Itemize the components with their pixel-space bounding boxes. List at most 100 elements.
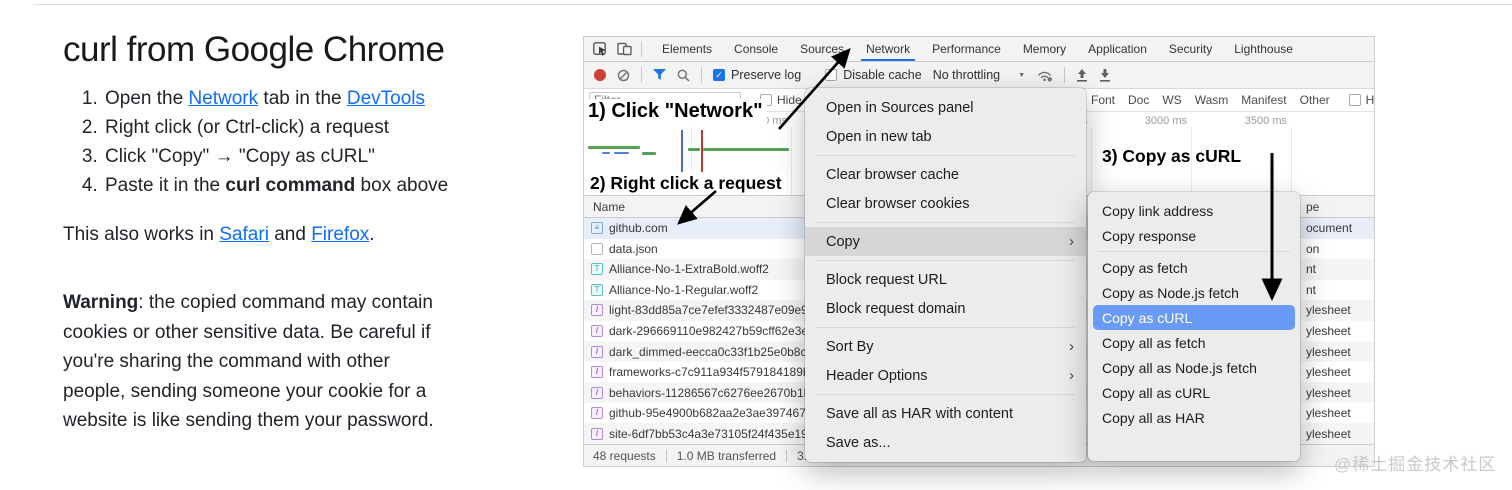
step3-text: Click "Copy" → "Copy as cURL" xyxy=(105,146,375,167)
article: curl from Google Chrome Open the Network… xyxy=(63,30,533,436)
type-filter-wasm[interactable]: Wasm xyxy=(1194,93,1229,107)
filter-icon[interactable] xyxy=(653,69,666,81)
submenu-item-copy-response[interactable]: Copy response xyxy=(1102,227,1197,244)
has-blocked-checkbox[interactable] xyxy=(1348,94,1361,106)
tab-memory[interactable]: Memory xyxy=(1022,42,1067,56)
status-separator xyxy=(786,449,788,462)
disable-cache-toggle[interactable]: Disable cache xyxy=(825,68,922,82)
import-har-icon[interactable] xyxy=(1076,68,1088,82)
menu-item-open-in-new-tab[interactable]: Open in new tab xyxy=(805,122,1086,151)
type-filter-other[interactable]: Other xyxy=(1299,93,1330,107)
tab-application[interactable]: Application xyxy=(1088,42,1147,56)
submenu-item-copy-all-as-fetch[interactable]: Copy all as fetch xyxy=(1102,334,1206,351)
submenu-item-copy-as-fetch[interactable]: Copy as fetch xyxy=(1102,259,1188,276)
warning-lead: Warning xyxy=(63,292,139,313)
timeline-gridline xyxy=(1291,127,1292,195)
step1-link-network[interactable]: Network xyxy=(188,88,259,109)
network-conditions-icon[interactable] xyxy=(1036,69,1053,82)
annotation-step3: 3) Copy as cURL xyxy=(1102,146,1242,166)
preserve-log-checkbox[interactable] xyxy=(713,69,725,81)
tab-lighthouse[interactable]: Lighthouse xyxy=(1234,42,1293,56)
submenu-item-copy-as-node-js-fetch[interactable]: Copy as Node.js fetch xyxy=(1102,284,1239,301)
throttling-value: No throttling xyxy=(932,68,1001,82)
css-icon: / xyxy=(591,427,603,440)
tab-elements[interactable]: Elements xyxy=(662,42,713,56)
tab-performance[interactable]: Performance xyxy=(932,42,1001,56)
menu-item-clear-browser-cookies[interactable]: Clear browser cookies xyxy=(805,189,1086,218)
also-text: and xyxy=(268,224,312,245)
font-icon: T xyxy=(591,263,603,276)
step1-link-devtools[interactable]: DevTools xyxy=(346,88,426,109)
chevron-down-icon: ▼ xyxy=(1018,71,1026,79)
type-filter-doc[interactable]: Doc xyxy=(1128,93,1150,107)
status-item-1: 1.0 MB transferred xyxy=(676,448,777,463)
clear-icon[interactable] xyxy=(617,69,630,82)
step-item-3: Click "Copy" → "Copy as cURL" xyxy=(103,142,533,171)
submenu-item-copy-all-as-har[interactable]: Copy all as HAR xyxy=(1102,409,1205,426)
tab-security[interactable]: Security xyxy=(1168,42,1213,56)
menu-item-label: Header Options xyxy=(826,367,928,384)
timeline-gridline xyxy=(791,127,792,195)
network-toolbar: Preserve log Disable cache No throttling… xyxy=(584,62,1374,89)
request-name: Alliance-No-1-ExtraBold.woff2 xyxy=(609,262,769,277)
inspect-element-icon[interactable] xyxy=(593,41,608,57)
menu-item-clear-browser-cache[interactable]: Clear browser cache xyxy=(805,160,1086,189)
menu-item-copy[interactable]: Copy› xyxy=(805,227,1086,256)
step1-text: tab in the xyxy=(258,88,347,109)
disable-cache-checkbox[interactable] xyxy=(825,69,838,81)
record-icon[interactable] xyxy=(594,69,606,81)
menu-item-block-request-url[interactable]: Block request URL xyxy=(805,265,1086,294)
hide-label: Hide xyxy=(777,93,802,107)
menu-item-label: Open in Sources panel xyxy=(826,99,974,116)
name-column-header[interactable]: Name xyxy=(593,199,626,214)
status-separator xyxy=(665,449,667,462)
menu-item-open-in-sources-panel[interactable]: Open in Sources panel xyxy=(805,93,1086,122)
menu-separator xyxy=(1098,251,1290,252)
preserve-log-toggle[interactable]: Preserve log xyxy=(713,68,801,82)
type-filter-manifest[interactable]: Manifest xyxy=(1241,93,1287,107)
submenu-item-copy-all-as-node-js-fetch[interactable]: Copy all as Node.js fetch xyxy=(1102,359,1257,376)
tab-sources[interactable]: Sources xyxy=(800,42,845,56)
also-link-firefox[interactable]: Firefox xyxy=(311,224,370,245)
css-icon: / xyxy=(591,407,603,420)
type-cell-fragment: ylesheet xyxy=(1306,406,1351,421)
timeline-label: 3500 ms xyxy=(1244,115,1287,127)
timeline-gridline xyxy=(1091,127,1092,195)
type-filter-ws[interactable]: WS xyxy=(1162,93,1182,107)
menu-item-sort-by[interactable]: Sort By› xyxy=(805,332,1086,361)
export-har-icon[interactable] xyxy=(1099,68,1111,82)
type-column-header-fragment[interactable]: pe xyxy=(1306,199,1320,214)
type-cell-fragment: ylesheet xyxy=(1306,324,1351,338)
request-name: dark_dimmed-eecca0c33f1b25e0b8c xyxy=(609,344,807,359)
submenu-item-copy-as-curl[interactable]: Copy as cURL xyxy=(1093,305,1295,330)
waterfall-bar xyxy=(688,148,700,151)
also-link-safari[interactable]: Safari xyxy=(219,224,269,245)
menu-separator xyxy=(816,155,1075,156)
menu-item-header-options[interactable]: Header Options› xyxy=(805,361,1086,390)
tab-console[interactable]: Console xyxy=(734,42,779,56)
menu-item-save-all-as-har-with-content[interactable]: Save all as HAR with content xyxy=(805,399,1086,428)
submenu-item-copy-link-address[interactable]: Copy link address xyxy=(1102,202,1214,219)
submenu-item-copy-all-as-curl[interactable]: Copy all as cURL xyxy=(1102,384,1211,401)
waterfall-bar xyxy=(614,152,629,154)
chevron-right-icon: › xyxy=(1069,233,1074,250)
search-icon[interactable] xyxy=(677,69,690,82)
has-blocked-toggle[interactable]: Has bl xyxy=(1348,93,1374,107)
menu-item-block-request-domain[interactable]: Block request domain xyxy=(805,294,1086,323)
throttling-select[interactable]: No throttling ▼ xyxy=(933,68,1025,82)
device-toolbar-icon[interactable] xyxy=(617,42,632,56)
type-cell-fragment: ylesheet xyxy=(1306,426,1351,441)
css-icon: / xyxy=(591,325,603,337)
tab-network[interactable]: Network xyxy=(855,37,921,61)
step1-text: Open the xyxy=(105,88,189,109)
type-cell-fragment: on xyxy=(1306,241,1320,256)
waterfall-bar xyxy=(588,146,640,149)
also-text: This also works in xyxy=(63,224,220,245)
menu-item-save-as[interactable]: Save as... xyxy=(805,428,1086,457)
type-filter-font[interactable]: Font xyxy=(1091,93,1116,107)
